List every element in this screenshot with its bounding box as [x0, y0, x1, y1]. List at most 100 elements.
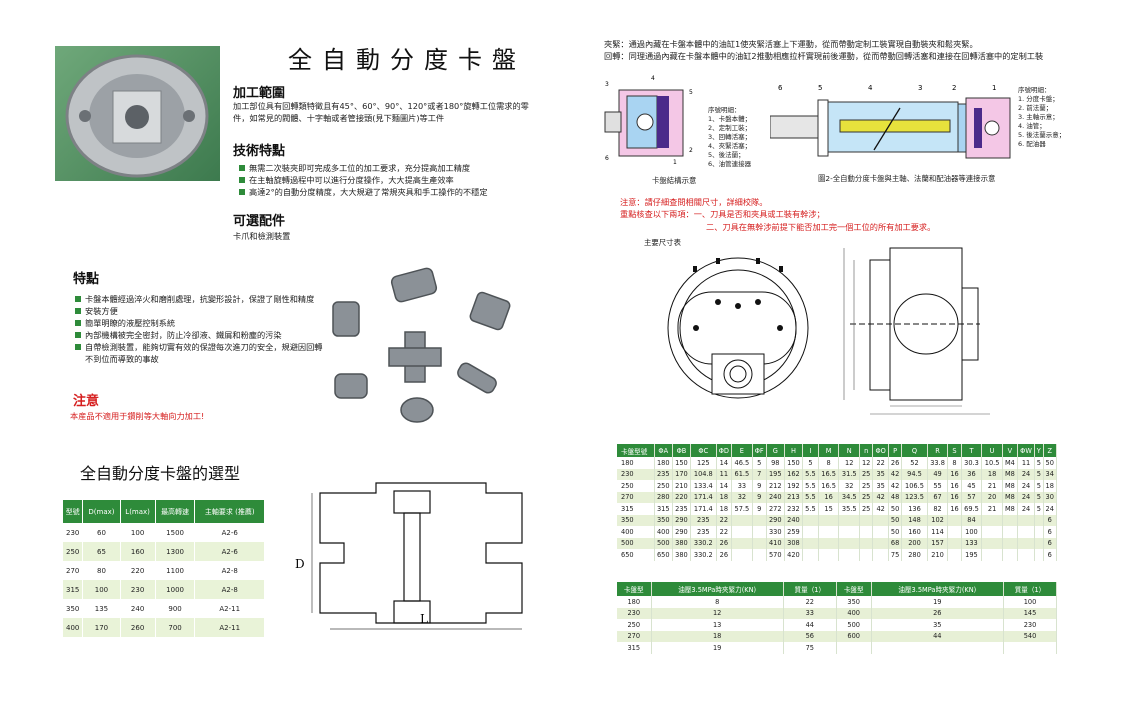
tech-item: 無需二次裝夾即可完成多工位的加工要求，充分提高加工精度 [237, 162, 537, 174]
table-cell [859, 514, 874, 526]
table-cell: 104.8 [690, 468, 717, 480]
table-cell: 500 [617, 537, 655, 549]
force-table: 卡盤型油壓3.5MPa時夾緊力(KN)質量（1）卡盤型油壓3.5MPa時夾緊力(… [617, 582, 1058, 654]
table-cell: 280 [654, 491, 673, 503]
table-cell: 9 [752, 480, 767, 492]
column-header: n [859, 444, 874, 457]
table-cell: 14 [716, 480, 733, 492]
table-cell: 61.5 [731, 468, 753, 480]
table-cell: 98 [766, 457, 785, 469]
table-cell: 5 [1034, 491, 1044, 503]
table-cell: A2-8 [194, 561, 265, 580]
table-cell: 235 [654, 468, 673, 480]
table-cell: 250 [617, 619, 652, 631]
table-cell: 19 [871, 596, 1004, 608]
table-cell: 34 [1043, 468, 1057, 480]
table-cell [818, 526, 840, 538]
tech-list: 無需二次裝夾即可完成多工位的加工要求，充分提高加工精度 在主軸旋轉過程中可以進行… [237, 162, 537, 198]
column-header: H [784, 444, 804, 457]
table-cell: A2-6 [194, 542, 265, 561]
column-header: Z [1043, 444, 1057, 457]
table-cell: 270 [617, 491, 655, 503]
table-cell [818, 537, 840, 549]
table-cell [818, 549, 840, 561]
table-cell: 46.5 [731, 457, 753, 469]
table-cell: 34.5 [838, 491, 861, 503]
column-header: ΦO [872, 444, 889, 457]
table-cell [752, 526, 767, 538]
table-cell: 114 [927, 526, 949, 538]
dims-heading: 主要尺寸表 [644, 238, 681, 247]
table-cell: 11 [716, 468, 733, 480]
table-cell: M8 [1002, 491, 1018, 503]
table-cell: 82 [927, 503, 949, 515]
table-cell [752, 549, 767, 561]
table-cell: 400 [654, 526, 673, 538]
table-cell: 400 [617, 526, 655, 538]
table-cell: 380 [672, 537, 692, 549]
table-cell [1002, 549, 1018, 561]
table-cell: 150 [672, 457, 692, 469]
table-cell [838, 537, 861, 549]
table-cell: 80 [82, 561, 121, 580]
table-cell: 240 [784, 514, 804, 526]
table-cell: 260 [120, 618, 156, 637]
table-cell: 135 [82, 599, 121, 618]
table-cell [1034, 537, 1044, 549]
table-cell: 171.4 [690, 491, 717, 503]
feature-item: 內部機構被完全密封，防止冷卻液、鐵屑和粉塵的污染 [73, 329, 325, 341]
table-cell: 42 [888, 480, 903, 492]
table-cell: 100 [82, 580, 121, 599]
table-cell: 20 [981, 491, 1003, 503]
table-cell: M8 [1002, 468, 1018, 480]
table-cell [947, 537, 962, 549]
table-cell: 6 [1043, 537, 1057, 549]
note-text: 本産品不適用于鑽削等大軸向力加工! [70, 411, 205, 421]
table-cell: 900 [155, 599, 196, 618]
note-heading: 注意 [73, 394, 100, 409]
table-cell: 148 [901, 514, 928, 526]
table-cell: 57.5 [731, 503, 753, 515]
table-cell: 18 [981, 468, 1003, 480]
table-cell: 50 [1043, 457, 1057, 469]
table-cell: 49 [927, 468, 949, 480]
column-header: ΦF [752, 444, 767, 457]
table-cell: 18 [651, 630, 784, 642]
table-cell: 235 [690, 526, 717, 538]
fig2-num: 6 [778, 84, 783, 92]
table-cell: 125 [690, 457, 717, 469]
table-cell [1034, 549, 1044, 561]
table-cell: 315 [63, 580, 84, 599]
column-header: T [961, 444, 983, 457]
table-cell: 9 [752, 503, 767, 515]
table-cell: 1100 [155, 561, 196, 580]
table-cell: 200 [901, 537, 928, 549]
table-cell: 235 [672, 503, 692, 515]
table-cell: 6 [1043, 549, 1057, 561]
table-cell: 12 [859, 457, 874, 469]
fig2-num: 2 [952, 84, 956, 92]
table-cell: 56 [783, 630, 837, 642]
table-cell: 195 [961, 549, 983, 561]
table-cell: 35.5 [838, 503, 861, 515]
table-cell: 24 [1043, 503, 1057, 515]
column-header: 卡盤型 [836, 582, 872, 596]
table-cell: 100 [1003, 596, 1058, 608]
cross-section-diagram: D L [295, 482, 523, 630]
features-heading: 特點 [73, 272, 100, 287]
table-cell: 350 [617, 514, 655, 526]
column-header: 油壓3.5MPa時夾緊力(KN) [871, 582, 1004, 596]
options-text: 卡爪和檢測裝置 [233, 231, 291, 241]
table-cell [871, 642, 1004, 654]
table-cell: 30.3 [961, 457, 983, 469]
table-cell: 250 [617, 480, 655, 492]
table-cell: 5 [1034, 480, 1044, 492]
table-cell: 180 [617, 596, 652, 608]
column-header: Q [901, 444, 928, 457]
table-cell: 180 [654, 457, 673, 469]
table-cell: M8 [1002, 480, 1018, 492]
table-cell: 290 [672, 514, 692, 526]
